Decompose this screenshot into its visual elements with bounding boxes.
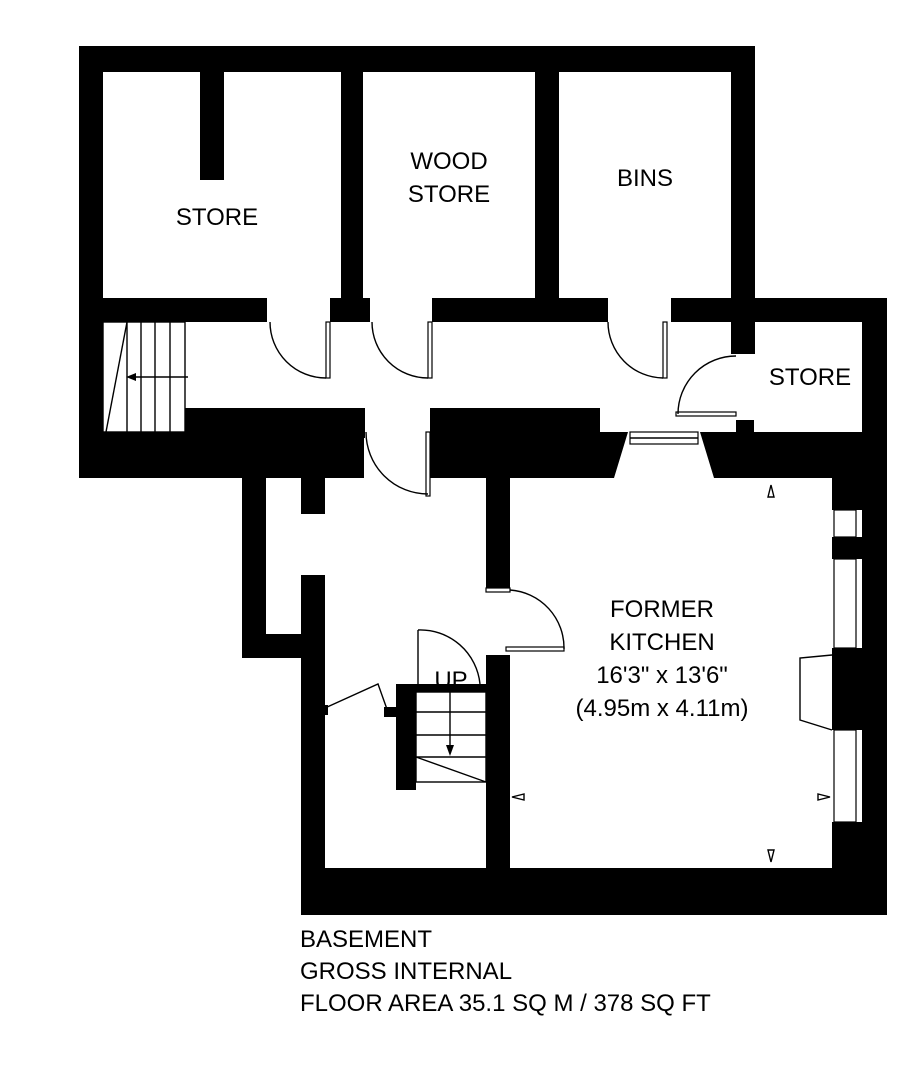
room-label-bins: BINS [617, 165, 673, 192]
room-label-wood-store-line1: WOOD [410, 148, 487, 175]
stairs-upper [102, 321, 188, 433]
windows [629, 431, 857, 823]
room-label-former-kitchen-line1: FORMER [610, 596, 714, 623]
caption-floor-area: FLOOR AREA 35.1 SQ M / 378 SQ FT [300, 990, 711, 1017]
caption-floor-name: BASEMENT [300, 926, 433, 953]
caption-gross-internal: GROSS INTERNAL [300, 958, 513, 985]
room-label-store-left: STORE [176, 204, 258, 231]
room-label-wood-store-line2: STORE [408, 181, 490, 208]
floor-area-caption: BASEMENT GROSS INTERNAL FLOOR AREA 35.1 … [300, 924, 711, 1020]
walls [79, 46, 887, 915]
doors [269, 321, 737, 717]
stairs-lower [415, 691, 487, 783]
room-dimensions-imperial: 16'3" x 13'6" [596, 662, 728, 689]
room-label-store-right: STORE [769, 364, 851, 391]
room-label-former-kitchen-line2: KITCHEN [609, 629, 714, 656]
wall-markers [511, 484, 831, 863]
room-dimensions-metric: (4.95m x 4.11m) [576, 695, 749, 722]
stairs-up-label: UP [434, 667, 467, 694]
